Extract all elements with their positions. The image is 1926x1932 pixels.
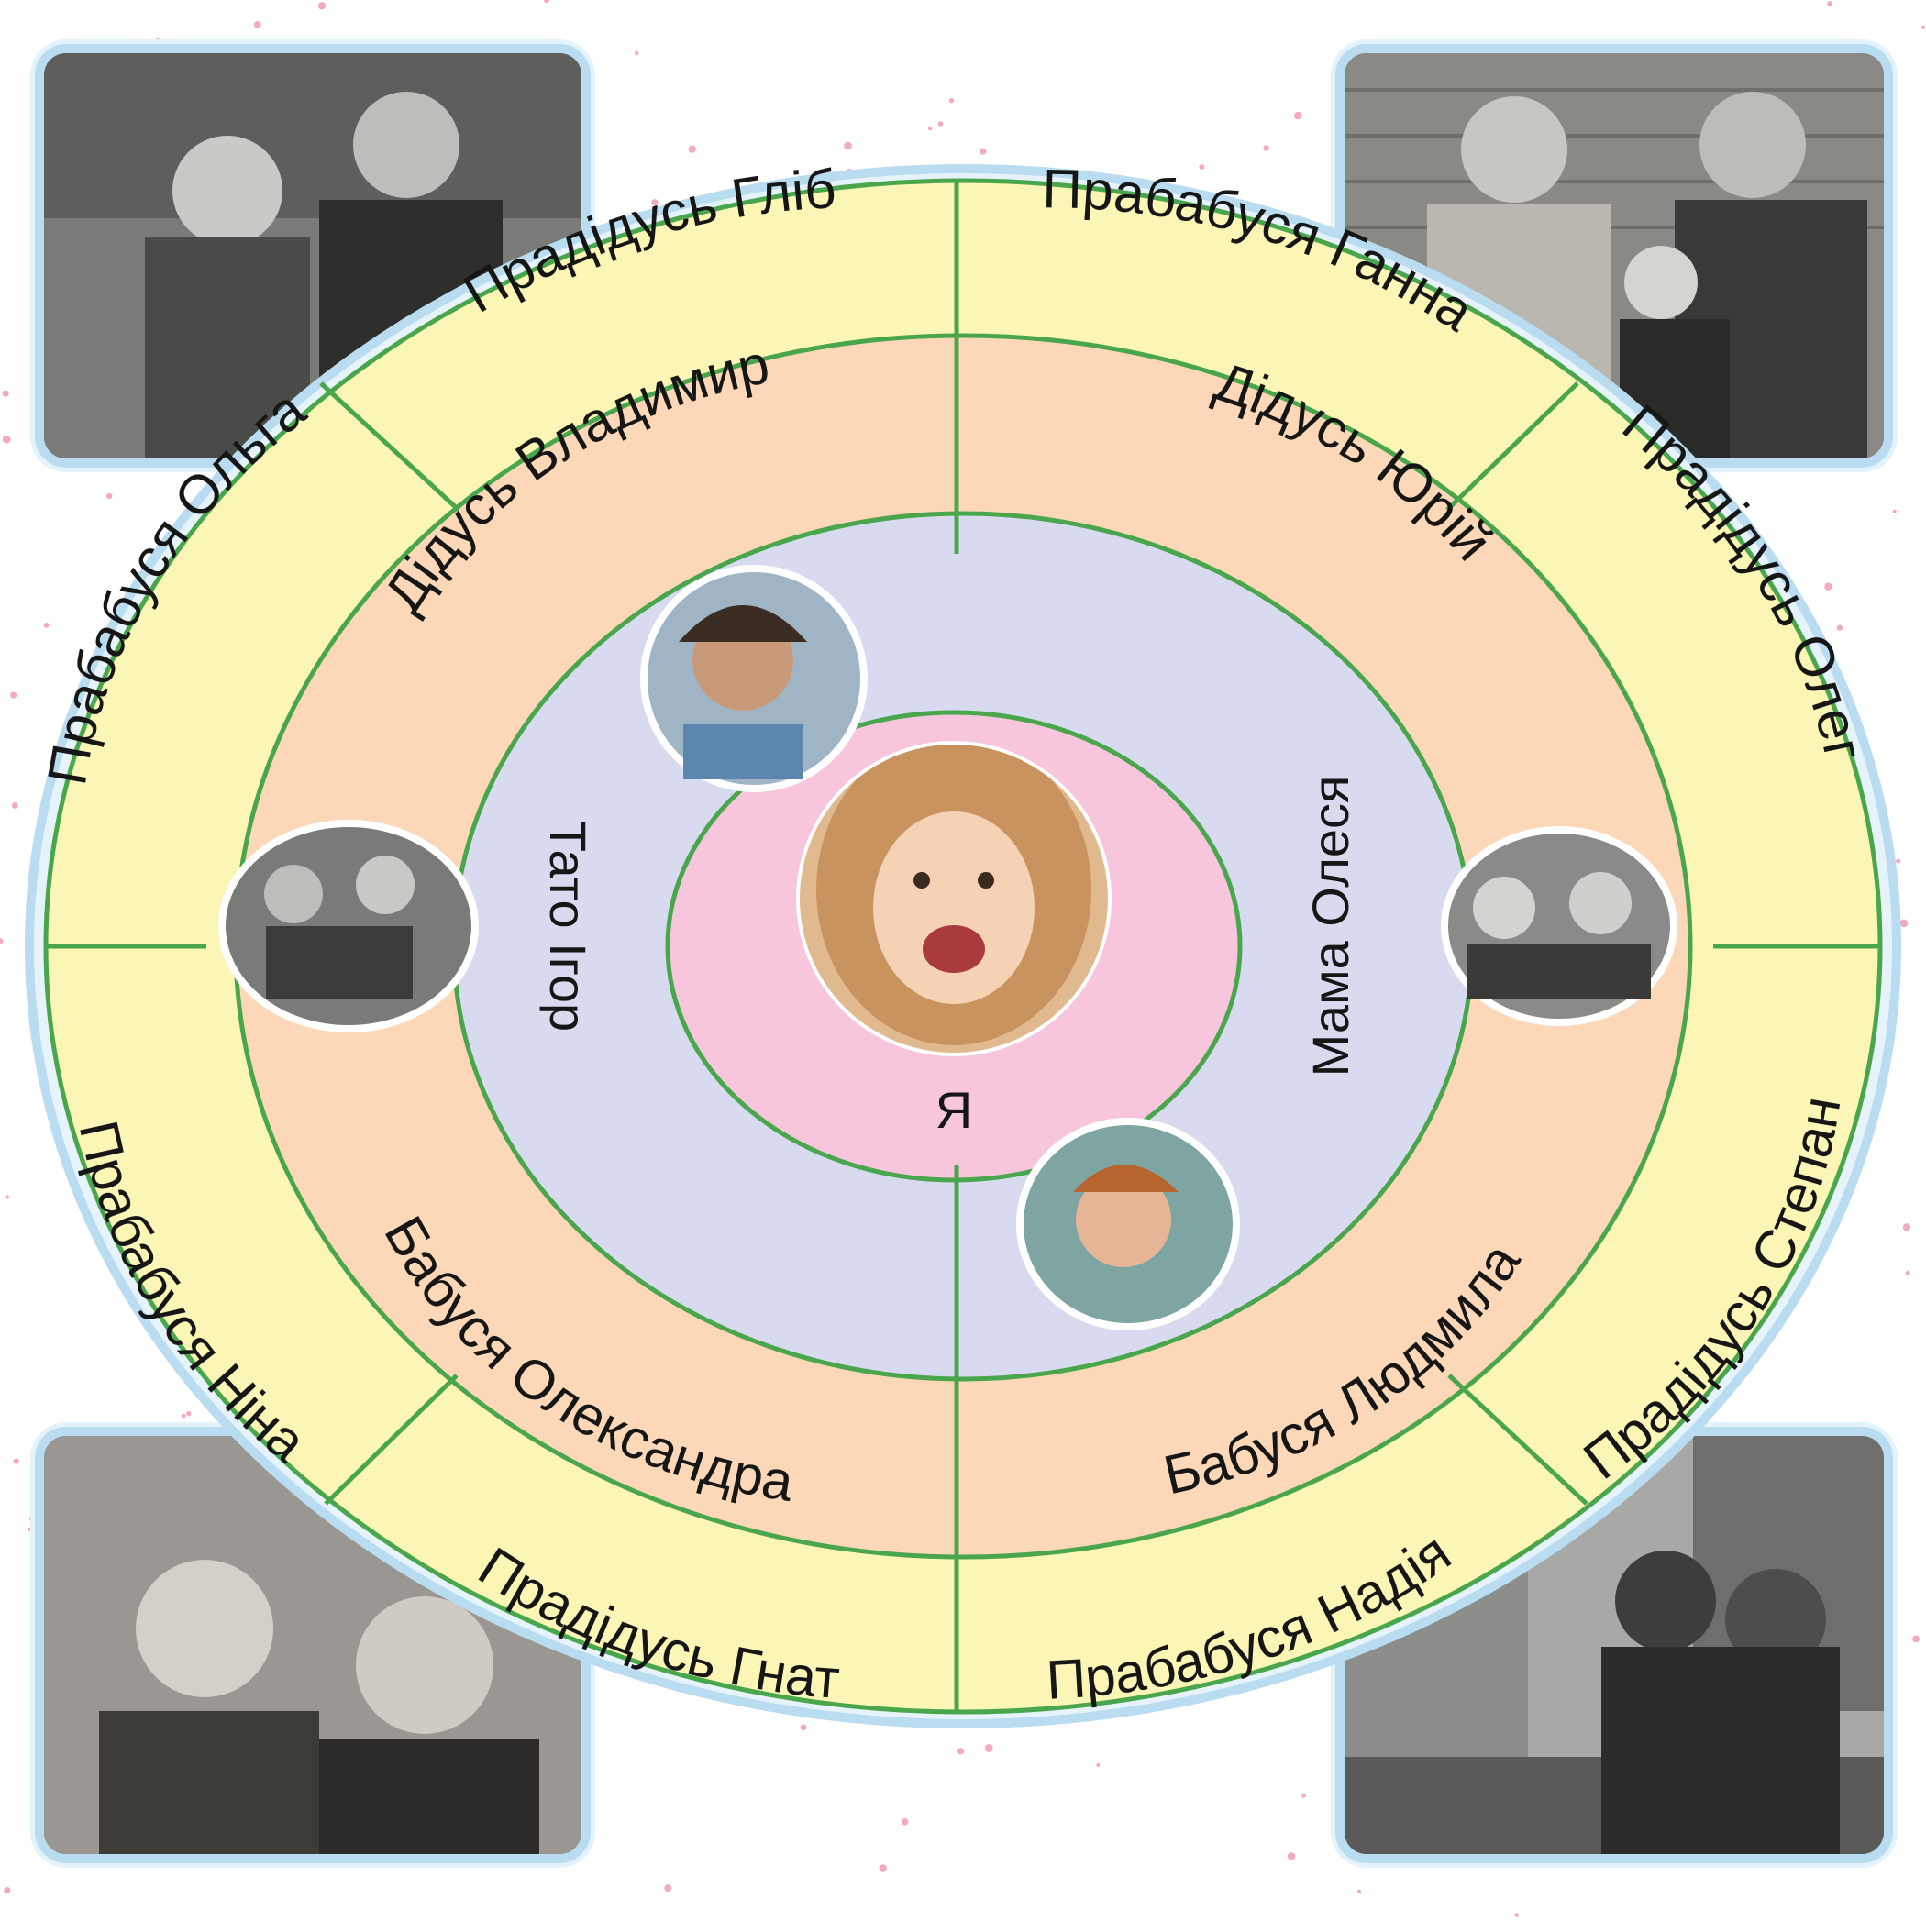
decor-dot — [901, 1818, 909, 1826]
decor-dot — [27, 1527, 32, 1531]
decor-dot — [688, 145, 696, 153]
decor-dot — [1263, 145, 1269, 151]
decor-dot — [11, 802, 18, 809]
decor-dot — [1912, 1635, 1920, 1643]
decor-dot — [543, 0, 550, 4]
decor-dot — [1514, 1913, 1519, 1917]
decor-dot — [927, 126, 933, 131]
self-label: Я — [935, 1081, 972, 1139]
decor-dot — [4, 1887, 11, 1894]
decor-dot — [186, 1410, 192, 1417]
decor-dot — [106, 492, 113, 500]
decor-dot — [635, 50, 639, 56]
photo-mother — [1016, 1118, 1240, 1330]
decor-dot — [317, 2, 327, 10]
divider-diagonal-bl — [324, 1374, 459, 1506]
decor-dot — [43, 623, 50, 628]
mother-olesia: Мама Олеся — [1301, 776, 1359, 1077]
decor-dot — [1836, 624, 1843, 631]
decor-dot — [984, 1744, 993, 1752]
decor-dot — [1899, 919, 1909, 928]
decor-dot — [980, 148, 987, 155]
decor-dot — [5, 1195, 9, 1199]
decor-dot — [13, 1458, 19, 1464]
photo-father — [640, 565, 868, 792]
divider-diagonal-tr — [1445, 381, 1579, 512]
decor-dot — [879, 1864, 887, 1872]
decor-dot — [181, 1413, 186, 1419]
decor-dot — [1827, 1, 1832, 6]
decor-dot — [1301, 1793, 1306, 1798]
decor-dot — [1896, 858, 1901, 864]
decor-dot — [10, 691, 17, 699]
decor-dot — [937, 121, 944, 127]
decor-dot — [1902, 1223, 1910, 1231]
divider-diagonal-br — [1447, 1374, 1588, 1506]
decor-dot — [1824, 582, 1832, 591]
decor-dot — [651, 199, 659, 206]
decor-dot — [957, 1748, 965, 1755]
decor-dot — [1892, 509, 1897, 513]
decor-dot — [1096, 1763, 1101, 1767]
decor-dot — [1920, 25, 1926, 29]
photo-grandparents-left — [218, 820, 479, 1032]
decor-dot — [1294, 111, 1302, 120]
divider-diagonal-tl — [319, 381, 460, 512]
decor-dot — [948, 98, 955, 104]
decor-dot — [2, 390, 9, 397]
decor-dot — [844, 141, 852, 150]
decor-dot — [154, 37, 161, 44]
decor-dot — [2, 435, 11, 444]
photo-grandparents-right — [1441, 826, 1677, 1026]
decor-dot — [28, 1516, 36, 1522]
father-igor: Тато Ігор — [539, 821, 597, 1032]
decor-dot — [664, 1884, 672, 1893]
decor-dot — [1905, 1270, 1910, 1275]
decor-dot — [1357, 1889, 1361, 1893]
child-photo-art — [800, 745, 1108, 1053]
decor-dot — [1199, 164, 1205, 170]
decor-dot — [253, 21, 261, 28]
decor-dot — [800, 1724, 807, 1731]
decor-dot — [0, 938, 4, 944]
decor-dot — [1287, 1852, 1296, 1860]
